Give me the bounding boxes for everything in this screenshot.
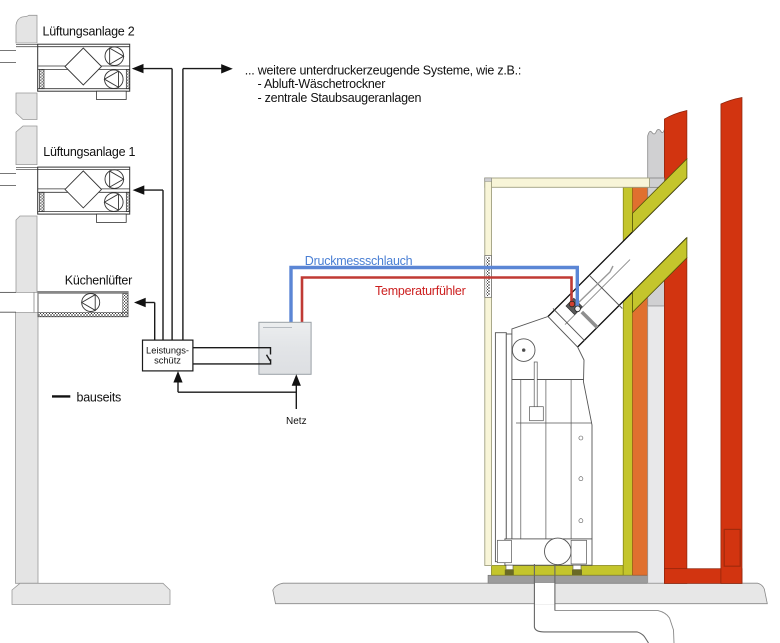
svg-text:Leistungs-: Leistungs- [146, 346, 189, 356]
svg-text:Lüftungsanlage 2: Lüftungsanlage 2 [43, 24, 135, 38]
svg-text:Lüftungsanlage 1: Lüftungsanlage 1 [43, 145, 135, 159]
svg-text:... weitere unterdruckerzeugen: ... weitere unterdruckerzeugende Systeme… [245, 63, 521, 77]
svg-text:Druckmessschlauch: Druckmessschlauch [305, 254, 413, 268]
svg-text:schütz: schütz [154, 356, 181, 366]
svg-text:- zentrale Staubsaugeranlagen: - zentrale Staubsaugeranlagen [258, 91, 422, 105]
svg-text:Netz: Netz [286, 416, 307, 427]
svg-text:bauseits: bauseits [77, 390, 122, 404]
svg-text:Temperaturfühler: Temperaturfühler [375, 284, 466, 298]
svg-text:- Abluft-Wäschetrockner: - Abluft-Wäschetrockner [258, 77, 386, 91]
svg-text:Küchenlüfter: Küchenlüfter [65, 273, 132, 287]
